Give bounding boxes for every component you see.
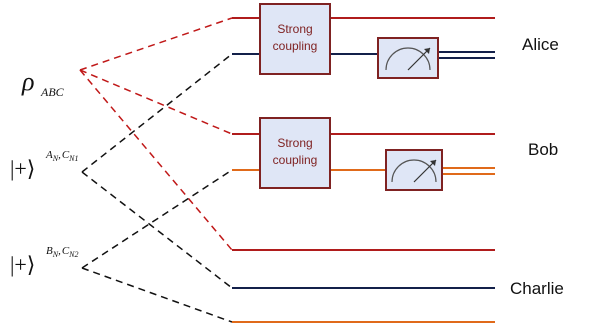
strong-coupling-gate-alice: Strong coupling	[259, 3, 331, 75]
measurement-meter-alice	[377, 37, 439, 79]
superscript-a: A	[45, 149, 53, 161]
gate-label-line1: Strong	[277, 136, 312, 150]
state-three-superscript: BN,CN2	[46, 245, 79, 259]
state-two-to-charlie-wire	[81, 171, 233, 289]
rho-subscript: ABC	[40, 85, 65, 99]
gate-label-line2: coupling	[273, 153, 318, 167]
measurement-meter-bob	[385, 149, 443, 191]
superscript-c: C	[62, 149, 70, 161]
superscript-separator: ,	[58, 149, 61, 161]
rho-to-charlie-wire	[79, 69, 233, 251]
meter-needle-icon	[413, 159, 437, 183]
meter-box	[385, 149, 443, 191]
state-plus-an-cn1: |+⟩ AN,CN1	[10, 149, 79, 181]
superscript-a-sub: N	[52, 154, 59, 163]
superscript-c-sub: N1	[68, 154, 78, 163]
state-three-to-bob-wire	[81, 169, 233, 269]
rho-connections	[79, 17, 233, 251]
superscript-b: B	[46, 245, 53, 257]
superscript-separator: ,	[58, 245, 61, 257]
party-label-charlie: Charlie	[510, 279, 564, 298]
state-plus-bn-cn2: |+⟩ BN,CN2	[10, 245, 79, 277]
charlie-wires	[232, 249, 495, 323]
gate-label-line1: Strong	[277, 22, 312, 36]
meter-arrow-icon	[424, 48, 430, 54]
superscript-b-sub: N	[52, 250, 59, 259]
superscript-c: C	[62, 245, 70, 257]
rho-to-bob-wire	[79, 69, 233, 135]
state-two-connections	[81, 53, 233, 289]
meter-needle-icon	[407, 47, 431, 71]
gate-box	[259, 3, 331, 75]
meter-arc-icon	[385, 47, 431, 71]
rho-to-alice-wire	[79, 17, 233, 71]
ket-plus: |+⟩	[10, 252, 35, 277]
party-label-alice: Alice	[522, 35, 559, 54]
state-two-superscript: AN,CN1	[45, 149, 79, 163]
gate-label-line2: coupling	[273, 39, 318, 53]
meter-arc-icon	[391, 159, 437, 183]
superscript-c-sub: N2	[68, 250, 78, 259]
rho-symbol: ρ	[21, 67, 34, 96]
meter-box	[377, 37, 439, 79]
state-rho-abc: ρ ABC	[21, 67, 65, 99]
party-label-bob: Bob	[528, 140, 558, 159]
gate-box	[259, 117, 331, 189]
meter-arrow-icon	[430, 160, 436, 166]
state-three-to-charlie-wire	[81, 267, 233, 323]
state-three-connections	[81, 169, 233, 323]
state-two-to-alice-wire	[81, 53, 233, 173]
ket-plus: |+⟩	[10, 156, 35, 181]
strong-coupling-gate-bob: Strong coupling	[259, 117, 331, 189]
